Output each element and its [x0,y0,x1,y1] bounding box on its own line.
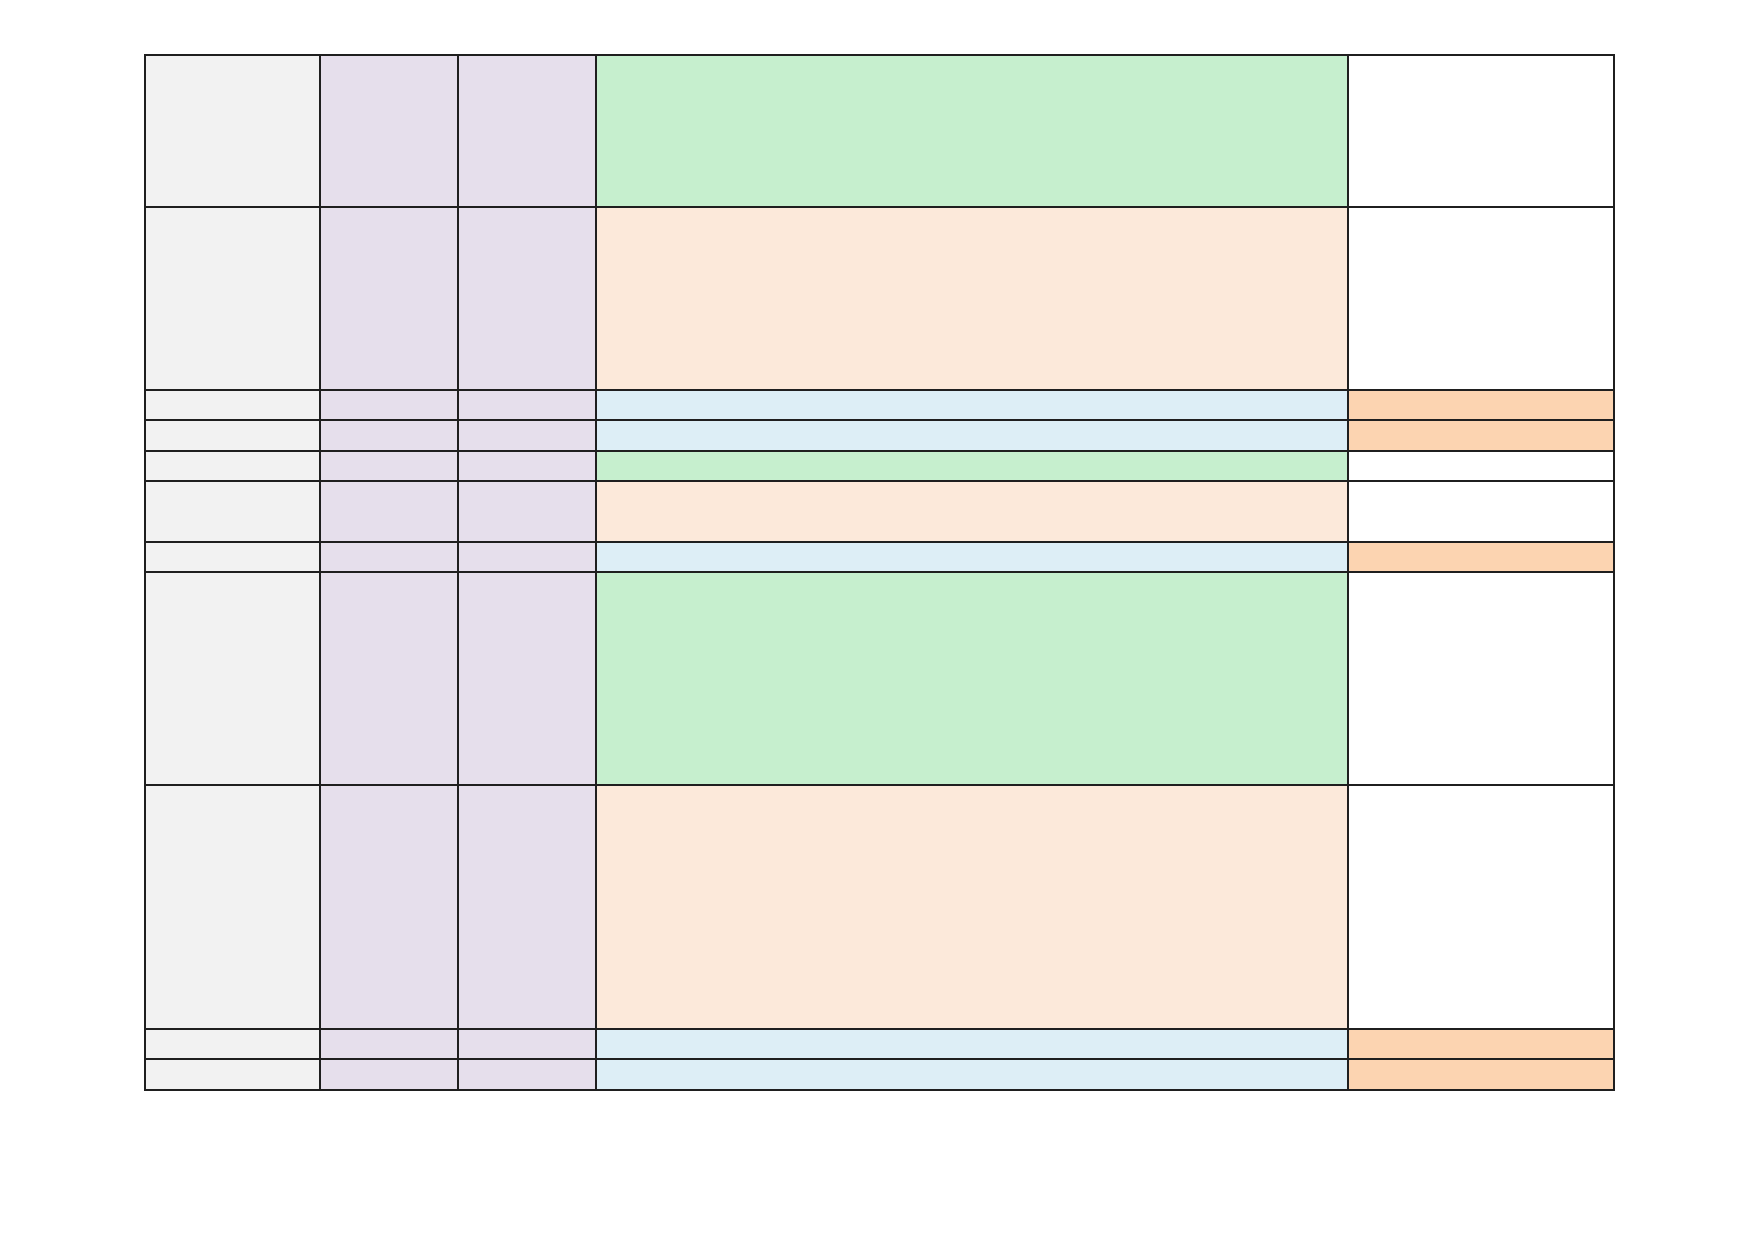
table-row [144,1028,1615,1060]
table-cell [595,389,1349,421]
table-cell [144,571,321,786]
table-row [144,389,1615,421]
table-cell [144,450,321,482]
table-cell [1347,389,1615,421]
table-cell [595,1058,1349,1091]
table-cell [457,571,597,786]
table-cell [144,54,321,208]
table-row [144,419,1615,452]
table-cell [144,784,321,1030]
table-cell [457,480,597,543]
table-cell [319,541,459,573]
table-cell [1347,784,1615,1030]
table-cell [319,1058,459,1091]
table-cell [144,419,321,452]
table-cell [144,206,321,391]
table-cell [319,571,459,786]
table-cell [457,784,597,1030]
table-cell [457,389,597,421]
table-cell [1347,450,1615,482]
table-row [144,54,1615,208]
table-cell [1347,541,1615,573]
table-row [144,1058,1615,1091]
table-cell [319,419,459,452]
table-cell [457,1028,597,1060]
table-cell [319,389,459,421]
table-cell [319,784,459,1030]
table-cell [595,54,1349,208]
table-cell [595,541,1349,573]
table-cell [457,450,597,482]
table-cell [595,784,1349,1030]
table-cell [457,419,597,452]
table-row [144,206,1615,391]
table-cell [1347,419,1615,452]
table-cell [319,450,459,482]
table-cell [319,54,459,208]
table-cell [144,389,321,421]
table-cell [319,206,459,391]
table-cell [144,1058,321,1091]
table-cell [595,571,1349,786]
table-cell [1347,206,1615,391]
table-cell [595,419,1349,452]
table-cell [457,206,597,391]
table-cell [1347,1058,1615,1091]
table-cell [595,1028,1349,1060]
table-cell [457,541,597,573]
table-cell [457,54,597,208]
table-cell [144,541,321,573]
table-row [144,450,1615,482]
table-cell [1347,571,1615,786]
table-row [144,784,1615,1030]
table-cell [1347,1028,1615,1060]
table-row [144,480,1615,543]
table-row [144,571,1615,786]
color-coded-table [144,54,1615,1091]
table-cell [595,206,1349,391]
table-cell [319,480,459,543]
table-cell [595,480,1349,543]
table-cell [595,450,1349,482]
table-cell [144,1028,321,1060]
table-cell [1347,480,1615,543]
table-cell [319,1028,459,1060]
table-cell [457,1058,597,1091]
table-cell [1347,54,1615,208]
table-row [144,541,1615,573]
table-cell [144,480,321,543]
